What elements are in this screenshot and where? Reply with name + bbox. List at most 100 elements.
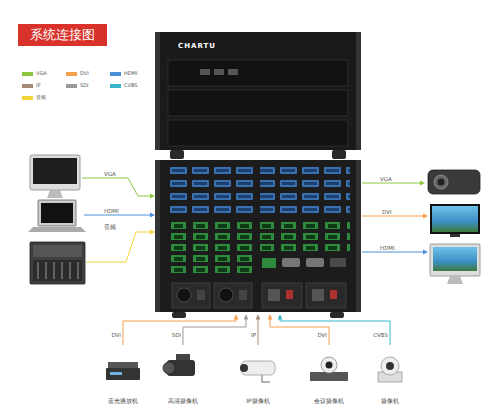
signal-connector (270, 315, 329, 345)
tv-screen (432, 206, 478, 232)
brand-name: CHARTU (178, 42, 358, 51)
bluray-player (106, 368, 140, 380)
vga-wire (362, 183, 420, 184)
source-device: 蓝光播放机 (97, 345, 149, 405)
rj45-port-grid (166, 220, 256, 275)
power-switch (286, 290, 293, 299)
connector-label: IP (236, 332, 256, 339)
player-top (108, 362, 138, 368)
chassis-panel (168, 120, 348, 146)
power-socket (197, 290, 205, 300)
signal-label: HDMI (104, 208, 119, 215)
signal-label: 音频 (104, 224, 116, 231)
source-device: 会议摄像机 (303, 345, 355, 405)
connector-label: SDI (161, 332, 181, 339)
status-window (214, 69, 224, 75)
signal-label: HDMI (380, 245, 395, 252)
legend-text: SDI (80, 82, 89, 89)
chassis-foot (170, 150, 184, 159)
legend-text: 音频 (36, 94, 46, 101)
arrow-head (150, 213, 155, 218)
control-port (330, 258, 346, 267)
signal-label: DVI (382, 209, 392, 216)
mixer-knobs (33, 245, 82, 257)
legend-item: 音频 (22, 94, 46, 101)
legend-swatch (22, 84, 33, 88)
audio-mixer (30, 242, 85, 284)
arrow-head (150, 194, 155, 199)
camera-lens (240, 364, 248, 372)
source-device: IP摄像机 (232, 345, 284, 405)
power-module (306, 283, 346, 308)
legend-item: HDMI (110, 70, 137, 77)
chassis-panel (168, 90, 348, 116)
legend-swatch (110, 72, 121, 76)
dome-camera (381, 357, 399, 375)
serial-port (282, 258, 300, 267)
monitor-stand (47, 190, 63, 198)
chassis-io (160, 160, 356, 312)
signal-connector (280, 315, 390, 345)
power-socket (239, 290, 247, 300)
ptz-camera (321, 357, 337, 373)
fader (38, 262, 39, 279)
camera-bracket (262, 375, 270, 382)
legend-text: IP (36, 82, 41, 89)
power-module (172, 283, 210, 308)
serial-port (306, 258, 324, 267)
legend-text: CVBS (124, 82, 137, 89)
device-caption: 蓝光播放机 (108, 397, 138, 405)
power-module (262, 283, 302, 308)
power-switch (330, 290, 337, 299)
legend-item: DVI (66, 70, 89, 77)
legend-swatch (22, 72, 33, 76)
chassis-foot (330, 312, 344, 318)
projector-lens (434, 175, 448, 189)
projector-lens-glass (438, 179, 445, 186)
mixer-faders (33, 260, 82, 281)
chassis-foot (332, 150, 346, 159)
hdmi-wire (362, 252, 423, 253)
device-caption: IP摄像机 (246, 397, 269, 405)
legend-item: SDI (66, 82, 89, 89)
rj45-port-grid (260, 220, 350, 253)
fader (70, 262, 71, 279)
desktop-monitor (30, 155, 80, 190)
legend-text: DVI (80, 70, 89, 77)
monitor-screen (33, 158, 77, 184)
connector-label: CVBS (368, 332, 388, 339)
diagram-title: 系统连接图 (18, 24, 107, 46)
legend-item: IP (22, 82, 41, 89)
source-device: 摄像机 (364, 345, 416, 405)
legend-text: VGA (36, 70, 47, 77)
camera-lens (326, 362, 333, 369)
fader (46, 262, 47, 279)
signal-connector (183, 315, 246, 345)
arrow-head (423, 250, 428, 255)
connector-label: DVI (307, 332, 327, 339)
laptop-lid (38, 200, 76, 226)
arrow-head (420, 181, 425, 186)
vga-wire (82, 178, 150, 196)
tv-frame (430, 204, 480, 234)
legend-item: CVBS (110, 82, 137, 89)
arrow-head (150, 230, 155, 235)
player-display (110, 372, 122, 375)
matrix-switcher: CHARTU (158, 30, 358, 315)
legend-item: VGA (22, 70, 47, 77)
fader (54, 262, 55, 279)
source-device: 高清摄像机 (157, 345, 209, 405)
camcorder-handle (176, 354, 190, 360)
audio-wire (86, 232, 150, 262)
fan (219, 288, 233, 302)
projector (428, 170, 480, 194)
power-socket (312, 289, 324, 301)
legend-swatch (110, 84, 121, 88)
device-caption: 会议摄像机 (314, 397, 344, 405)
laptop-base (28, 227, 86, 232)
device-caption: 高清摄像机 (168, 397, 198, 405)
laptop-screen (41, 203, 73, 223)
